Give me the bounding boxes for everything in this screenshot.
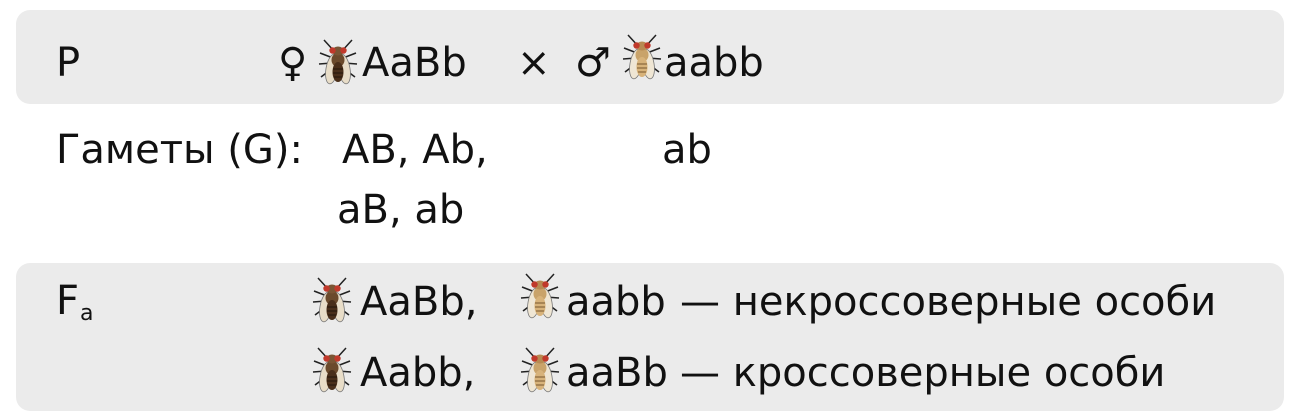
fly-dark-icon: [312, 276, 352, 326]
female-symbol: ♀: [278, 40, 308, 86]
parents-label: P: [56, 40, 81, 86]
offspring-band: [16, 263, 1284, 411]
female-gametes-line1: AB, Ab,: [342, 127, 488, 173]
offspring-row2-genotype1: Aabb,: [360, 350, 476, 396]
gametes-label: Гаметы (G):: [56, 127, 303, 173]
offspring-label-subscript: a: [80, 301, 94, 326]
offspring-row1-description: — некроссоверные особи: [680, 279, 1217, 325]
offspring-row1-genotype1: AaBb,: [360, 279, 478, 325]
fly-pale-icon: [520, 346, 560, 396]
male-symbol: ♂: [575, 40, 611, 86]
cross-symbol: ×: [517, 40, 551, 86]
fly-pale-icon: [622, 33, 662, 83]
offspring-row2-genotype2: aaBb: [566, 350, 668, 396]
female-genotype: AaBb: [362, 40, 467, 86]
male-genotype: aabb: [664, 40, 764, 86]
fly-dark-icon: [318, 38, 358, 88]
offspring-row2-description: — кроссоверные особи: [680, 350, 1166, 396]
fly-dark-icon: [312, 346, 352, 396]
male-gamete: ab: [662, 127, 712, 173]
fly-pale-icon: [520, 272, 560, 322]
female-gametes-line2: aB, ab: [337, 187, 465, 233]
offspring-label: Fa: [56, 278, 94, 326]
offspring-row1-genotype2: aabb: [566, 279, 666, 325]
